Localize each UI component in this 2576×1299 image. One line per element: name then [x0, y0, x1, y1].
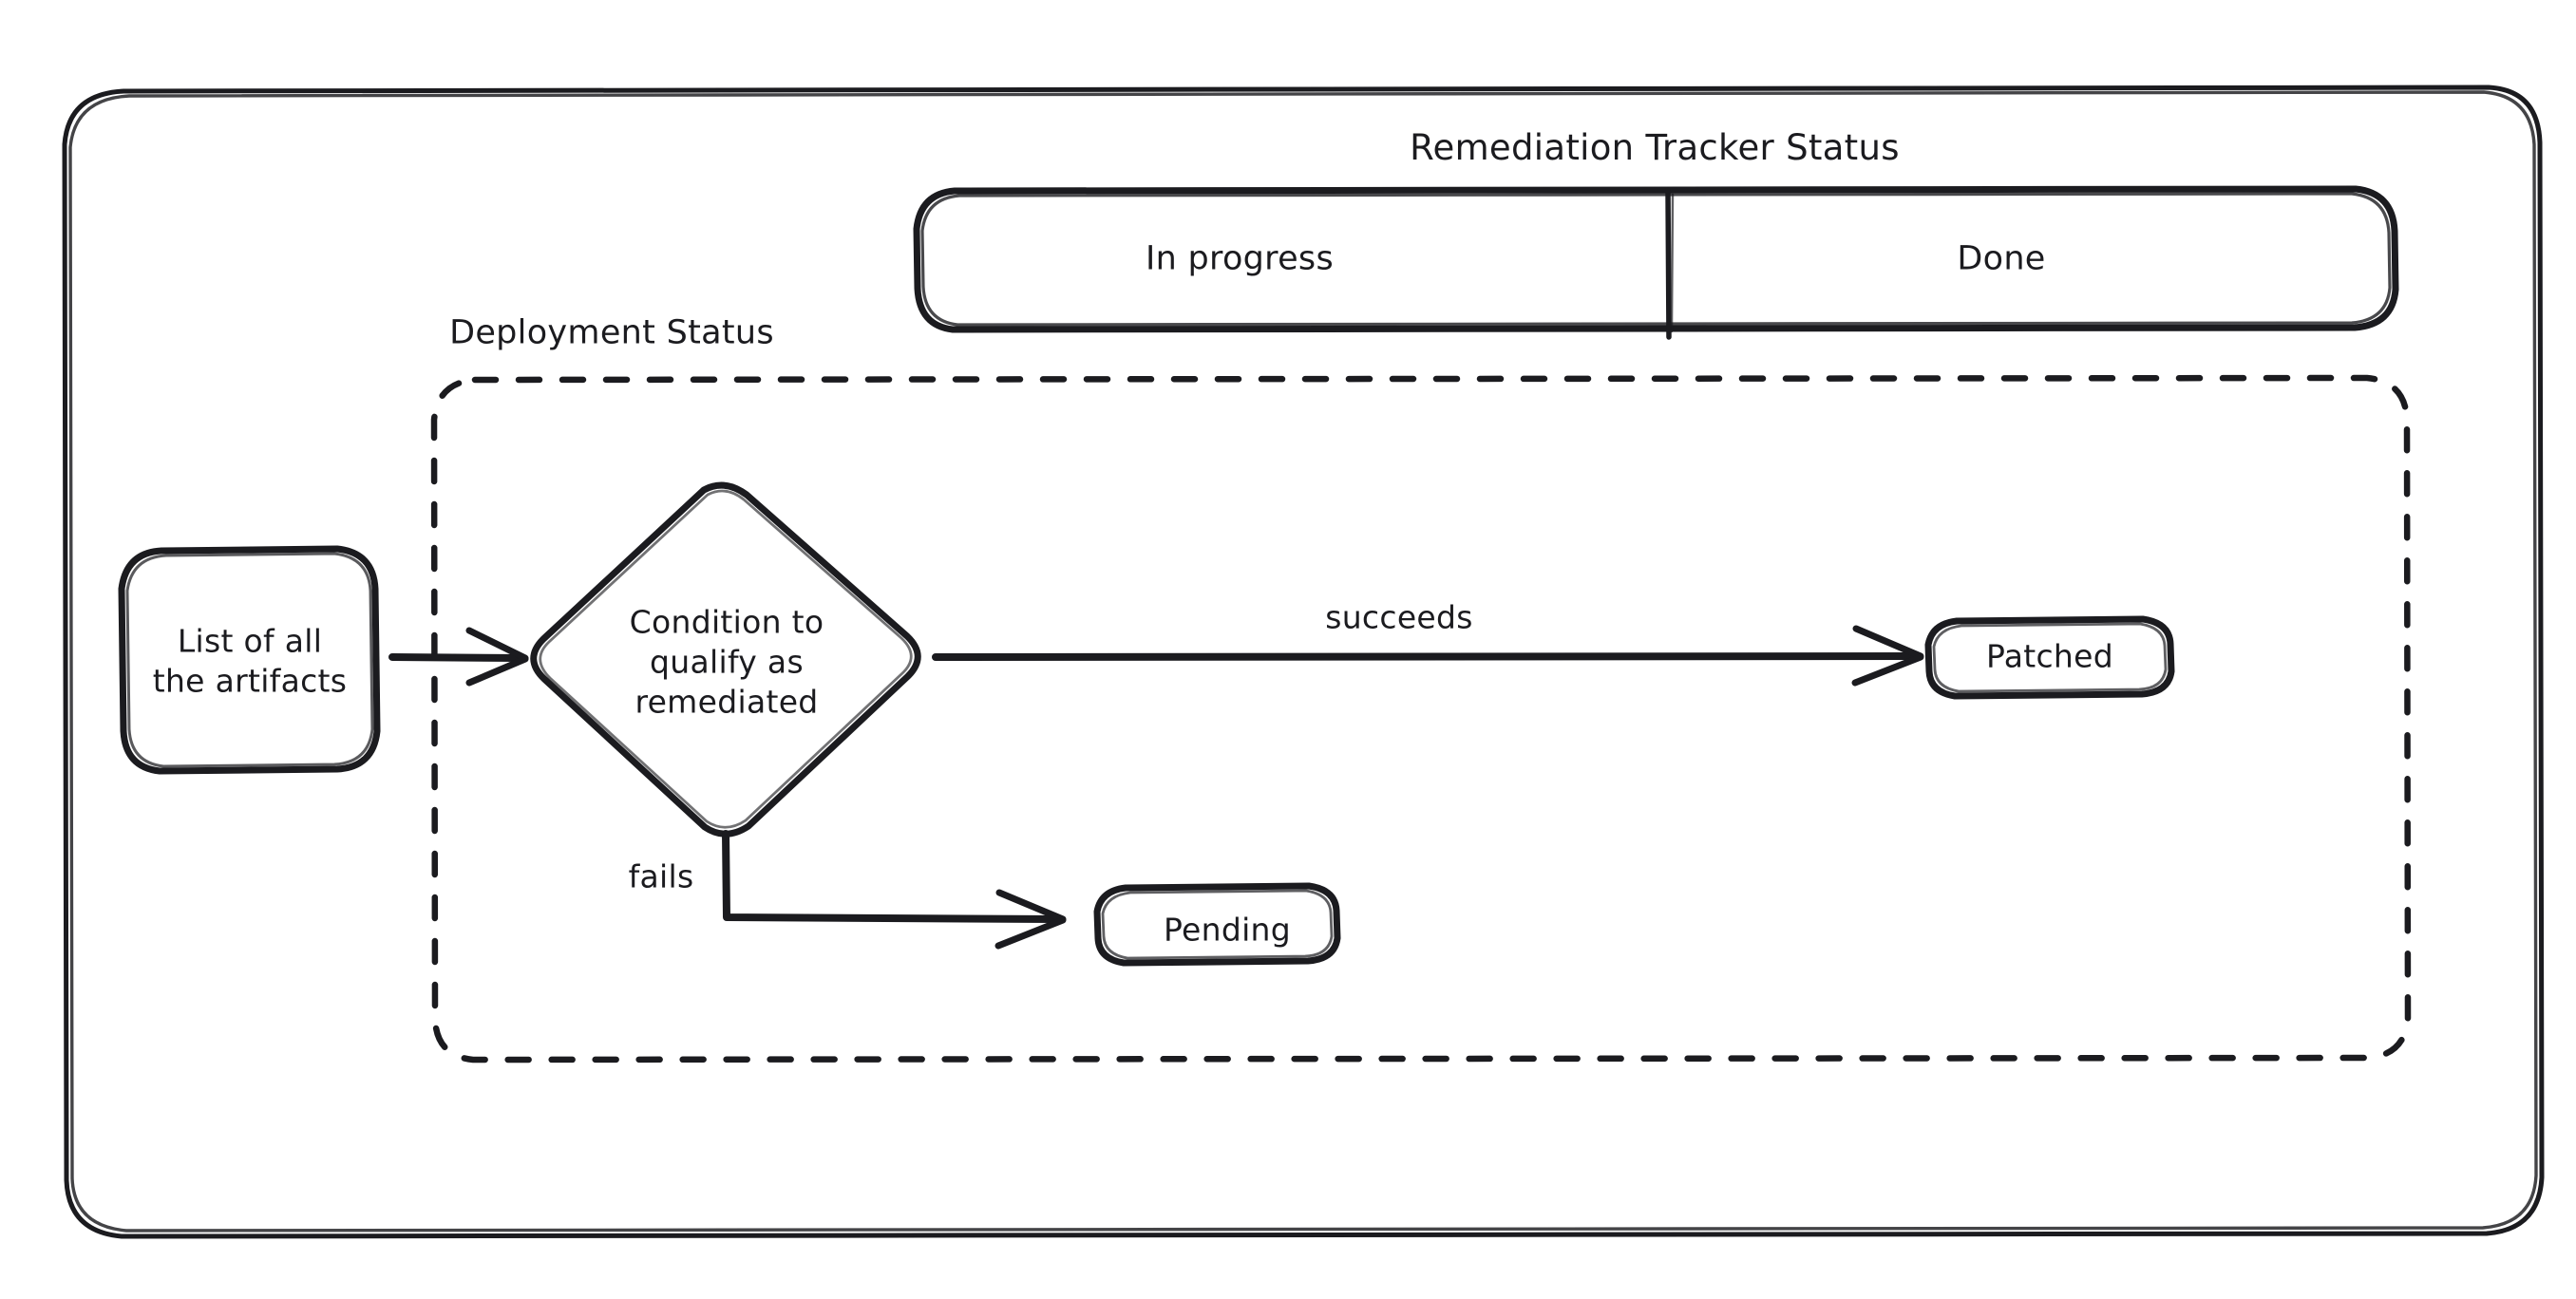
node-condition-label-line1: Condition to: [629, 603, 824, 641]
node-pending-shape: [1093, 882, 1341, 967]
remediation-tracker-bar: [913, 185, 2399, 340]
deployment-status-group: [430, 374, 2412, 1064]
node-patched-shape: [1924, 615, 2175, 700]
outer-container: [62, 85, 2545, 1239]
tracker-title: Remediation Tracker Status: [1410, 127, 1900, 169]
node-pending-label[interactable]: Pending: [1163, 911, 1292, 949]
node-artifacts-label-line2: the artifacts: [152, 662, 348, 700]
node-condition-label-line3: remediated: [635, 683, 819, 721]
edge-condition-to-patched: [932, 625, 1924, 687]
node-artifacts-shape: [118, 545, 381, 775]
node-artifacts-label-line1: List of all: [177, 622, 323, 660]
lane-label-done[interactable]: Done: [1957, 239, 2046, 278]
edge-label-succeeds: succeeds: [1325, 598, 1473, 636]
edge-label-fails: fails: [628, 857, 694, 895]
node-condition-shape: [530, 481, 921, 838]
lane-label-in-progress[interactable]: In progress: [1145, 239, 1335, 278]
edge-artifacts-to-condition: [388, 627, 529, 687]
deployment-status-label: Deployment Status: [449, 313, 774, 352]
node-condition-label-line2: qualify as: [650, 643, 804, 681]
edge-condition-to-pending: [722, 830, 1067, 950]
lane-divider: [1665, 187, 1672, 340]
node-patched-label[interactable]: Patched: [1986, 637, 2113, 675]
